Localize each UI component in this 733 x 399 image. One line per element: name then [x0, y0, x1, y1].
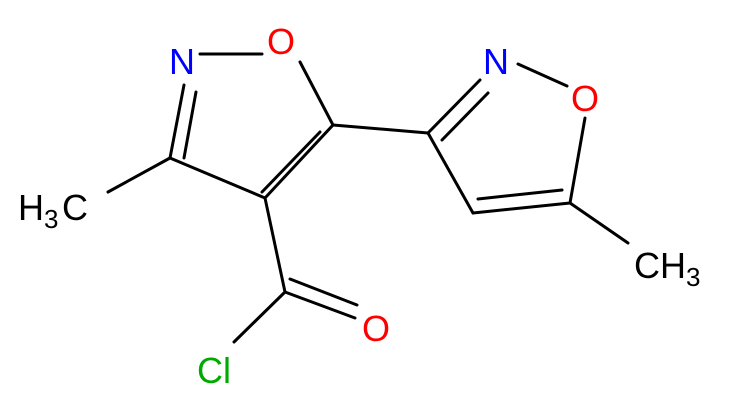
- bond-c4-carbonyl: [263, 196, 287, 294]
- h3c-h: H: [18, 187, 44, 228]
- atom-o1: O: [267, 21, 295, 62]
- h3c-subscript: 3: [44, 204, 58, 234]
- bond-o1-c5: [298, 60, 335, 127]
- bond-c3p-n2: [426, 78, 482, 135]
- bond-c5-c4-double: [260, 130, 322, 194]
- atom-o3: O: [362, 308, 390, 349]
- methyl-left-label: H 3 C: [18, 187, 88, 234]
- bond-c3-n1: [168, 83, 186, 160]
- atom-cl: Cl: [197, 350, 231, 391]
- bond-c3-n1-double: [182, 90, 198, 160]
- bond-n2-o2: [516, 62, 569, 88]
- bond-o2-c5p: [568, 116, 587, 205]
- bond-c5p-c4p-double: [476, 188, 564, 201]
- bond-c5-c4: [263, 123, 335, 200]
- ch3-ch: CH: [634, 245, 686, 286]
- bond-c5p-c4p: [471, 201, 572, 215]
- bond-carbonyl-o: [283, 290, 357, 320]
- bond-c3-methyl: [106, 156, 172, 194]
- atom-o2: O: [571, 78, 599, 119]
- methyl-right-label: CH 3: [634, 245, 700, 292]
- atom-n1: N: [169, 41, 195, 82]
- bond-c3p-n2-double: [440, 91, 490, 142]
- bond-carbonyl-o-double: [288, 277, 359, 307]
- atom-n2: N: [483, 41, 509, 82]
- bond-ring-link: [331, 123, 430, 135]
- bond-carbonyl-cl: [232, 290, 287, 344]
- bond-c5p-methyl: [568, 201, 630, 245]
- bond-c4-c3: [168, 156, 267, 200]
- h3c-c: C: [62, 187, 88, 228]
- bond-c4p-c3p: [426, 131, 475, 215]
- ch3-subscript: 3: [686, 262, 700, 292]
